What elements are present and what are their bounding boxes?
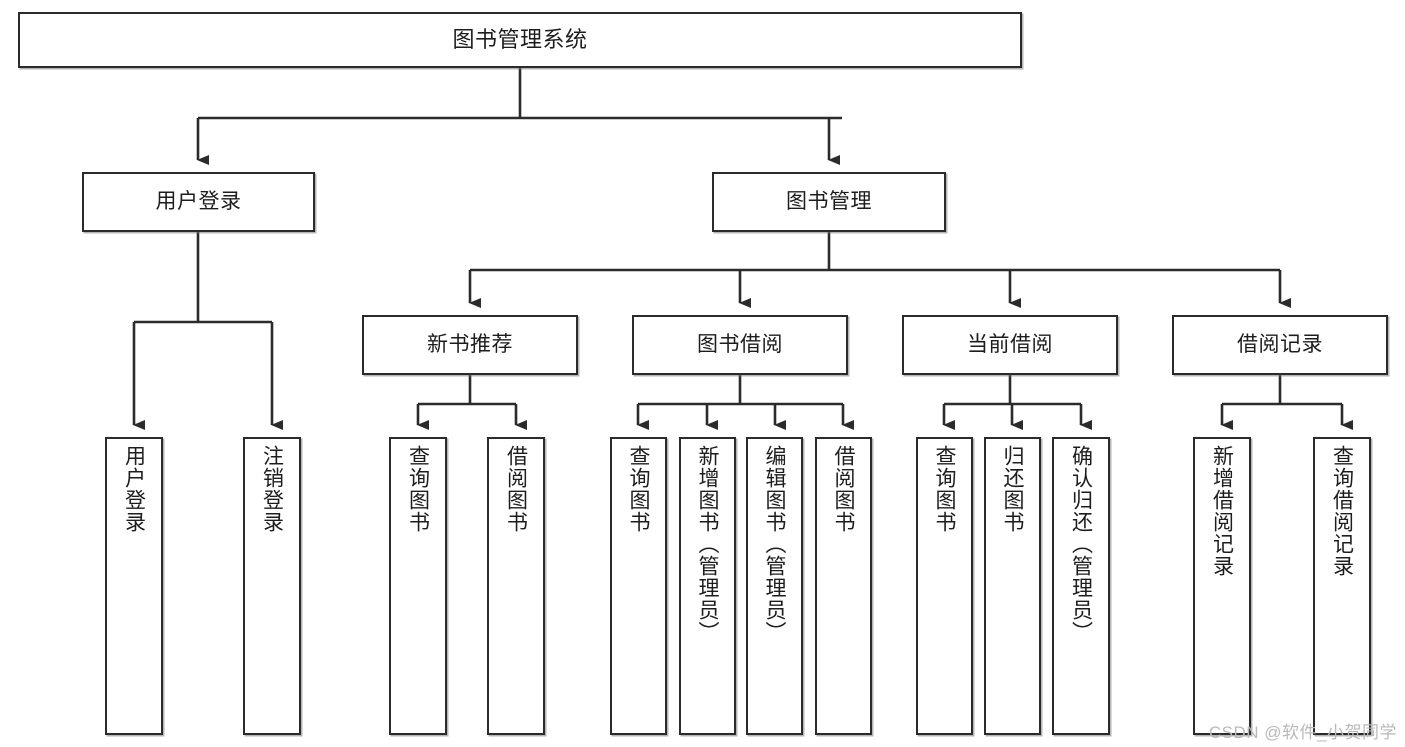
node-leaf-add-record[interactable]: 新增借阅记录 — [1193, 437, 1251, 735]
node-borrow-record[interactable]: 借阅记录 — [1172, 315, 1388, 375]
node-leaf-query-record[interactable]: 查询借阅记录 — [1313, 437, 1371, 735]
node-leaf-query-book-1[interactable]: 查询图书 — [389, 437, 447, 735]
node-leaf-edit-book-label: 编辑图书（管理员） — [763, 445, 786, 643]
node-leaf-user-logout-label: 注销登录 — [260, 445, 284, 533]
node-book-borrow-label: 图书借阅 — [697, 333, 783, 357]
node-new-book-rec[interactable]: 新书推荐 — [362, 315, 578, 375]
node-leaf-query-book-2[interactable]: 查询图书 — [610, 437, 667, 735]
node-current-borrow-label: 当前借阅 — [967, 333, 1053, 357]
node-leaf-query-book-3[interactable]: 查询图书 — [916, 437, 973, 735]
node-root-label: 图书管理系统 — [452, 26, 588, 52]
node-leaf-add-record-label: 新增借阅记录 — [1210, 445, 1234, 577]
node-leaf-user-login[interactable]: 用户登录 — [105, 437, 163, 735]
node-user-login[interactable]: 用户登录 — [82, 172, 315, 232]
node-leaf-borrow-book-1-label: 借阅图书 — [504, 445, 528, 533]
node-book-manage[interactable]: 图书管理 — [712, 172, 946, 232]
node-leaf-query-book-2-label: 查询图书 — [627, 445, 650, 533]
node-leaf-user-login-label: 用户登录 — [122, 445, 146, 533]
node-leaf-edit-book[interactable]: 编辑图书（管理员） — [746, 437, 803, 735]
node-leaf-add-book[interactable]: 新增图书（管理员） — [679, 437, 736, 735]
node-leaf-return-book[interactable]: 归还图书 — [984, 437, 1041, 735]
node-leaf-query-book-1-label: 查询图书 — [406, 445, 430, 533]
node-leaf-borrow-book-2-label: 借阅图书 — [832, 445, 855, 533]
node-leaf-confirm-return-label: 确认归还（管理员） — [1069, 445, 1093, 643]
node-user-login-label: 用户登录 — [155, 190, 242, 214]
node-book-borrow[interactable]: 图书借阅 — [632, 315, 848, 375]
node-leaf-add-book-label: 新增图书（管理员） — [696, 445, 719, 643]
node-borrow-record-label: 借阅记录 — [1237, 333, 1323, 357]
node-current-borrow[interactable]: 当前借阅 — [902, 315, 1118, 375]
node-leaf-borrow-book-1[interactable]: 借阅图书 — [487, 437, 545, 735]
node-leaf-borrow-book-2[interactable]: 借阅图书 — [815, 437, 872, 735]
node-leaf-query-book-3-label: 查询图书 — [933, 445, 956, 533]
csdn-watermark: CSDN @软件_小贺同学 — [1208, 723, 1397, 742]
node-new-book-rec-label: 新书推荐 — [427, 333, 513, 357]
node-book-manage-label: 图书管理 — [786, 190, 872, 214]
node-leaf-confirm-return[interactable]: 确认归还（管理员） — [1052, 437, 1110, 735]
node-leaf-return-book-label: 归还图书 — [1001, 445, 1024, 533]
node-root[interactable]: 图书管理系统 — [18, 12, 1022, 68]
node-leaf-user-logout[interactable]: 注销登录 — [243, 437, 301, 735]
node-leaf-query-record-label: 查询借阅记录 — [1330, 445, 1354, 577]
